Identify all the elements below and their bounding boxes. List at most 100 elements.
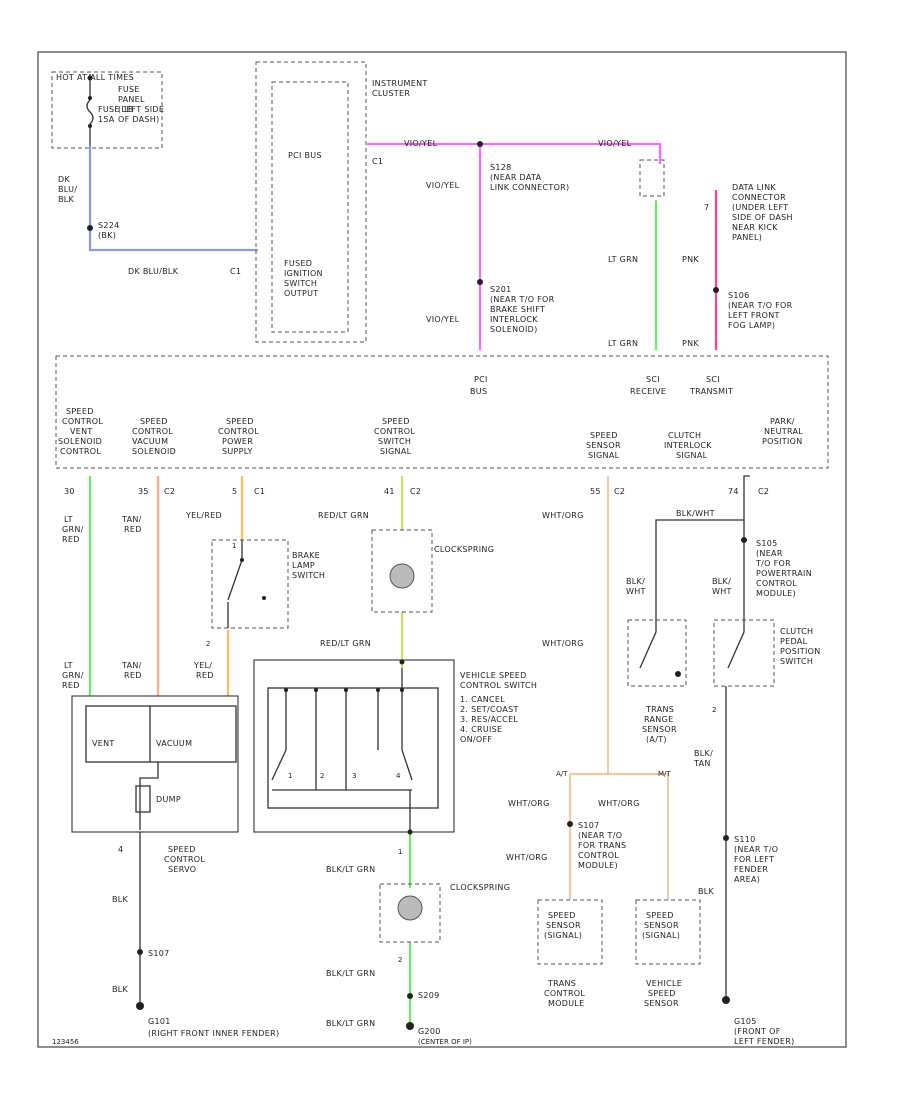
lt-grn-bottom-label: LT GRN bbox=[608, 339, 638, 348]
svg-text:CONTROL: CONTROL bbox=[60, 447, 101, 456]
yel-red-label-1: YEL/ bbox=[193, 661, 212, 670]
cluster-title-2: CLUSTER bbox=[372, 89, 410, 98]
wht-org-s107-label: WHT/ORG bbox=[506, 853, 548, 862]
range-name-3: SENSOR bbox=[642, 725, 677, 734]
svg-text:CONTROL: CONTROL bbox=[62, 417, 103, 426]
svg-text:C2: C2 bbox=[410, 487, 421, 496]
svg-text:POSITION: POSITION bbox=[762, 437, 803, 446]
svg-text:41: 41 bbox=[384, 487, 395, 496]
vsc-num-1: 1 bbox=[288, 772, 292, 780]
vsc-title-1: VEHICLE SPEED bbox=[460, 671, 527, 680]
splice-s106-dot bbox=[713, 287, 719, 293]
clutch-pin-2: 2 bbox=[712, 706, 716, 714]
blk-tan-label-2: TAN bbox=[693, 759, 711, 768]
vss-name-3: SENSOR bbox=[644, 999, 679, 1008]
s106-line-1: S106 bbox=[728, 291, 750, 300]
upper-clockspring-label: CLOCKSPRING bbox=[434, 545, 494, 554]
vio-yel-top-label: VIO/YEL bbox=[404, 139, 438, 148]
dk-blu-blk-bottom-label: DK BLU/BLK bbox=[128, 267, 179, 276]
dlc-title-6: PANEL) bbox=[732, 233, 762, 242]
cluster-title-1: INSTRUMENT bbox=[372, 79, 428, 88]
left-wire-color-1: DK bbox=[58, 175, 70, 184]
splice-s209-label: S209 bbox=[418, 991, 440, 1000]
range-name-1: TRANS bbox=[645, 705, 674, 714]
svg-text:PARK/: PARK/ bbox=[770, 417, 795, 426]
servo-ground-wire-label-2: BLK bbox=[112, 985, 129, 994]
dlc-title-1: DATA LINK bbox=[732, 183, 776, 192]
clockspring-pin-2: 2 bbox=[398, 956, 402, 964]
vsc-title-2: CONTROL SWITCH bbox=[460, 681, 537, 690]
vsc-num-2: 2 bbox=[320, 772, 324, 780]
s110-line-1: S110 bbox=[734, 835, 756, 844]
lower-clockspring-label: CLOCKSPRING bbox=[450, 883, 510, 892]
s105-line-6: MODULE) bbox=[756, 589, 796, 598]
brake-pin-2: 2 bbox=[206, 640, 210, 648]
svg-text:VACUUM: VACUUM bbox=[132, 437, 168, 446]
range-name-2: RANGE bbox=[644, 715, 673, 724]
splice-s105-dot bbox=[741, 537, 747, 543]
s105-line-2: (NEAR bbox=[756, 549, 783, 558]
upper-clockspring-icon bbox=[389, 563, 415, 589]
pnk-top-label: PNK bbox=[682, 255, 699, 264]
ground-g101-icon bbox=[136, 1002, 144, 1010]
brake-lamp-switch-outline bbox=[211, 539, 289, 629]
lt-grn-top-label: LT GRN bbox=[608, 255, 638, 264]
pcm-input-park-neutral: PARK/ NEUTRAL POSITION 74 C2 bbox=[728, 417, 803, 496]
tcm-sensor-1: SPEED bbox=[548, 911, 576, 920]
svg-text:55: 55 bbox=[590, 487, 601, 496]
pcm-outline bbox=[55, 355, 829, 469]
trans-pin-at: A/T bbox=[556, 770, 568, 778]
blk-wht-left-2: WHT bbox=[626, 587, 646, 596]
svg-text:CLUTCH: CLUTCH bbox=[668, 431, 701, 440]
svg-text:SOLENOID: SOLENOID bbox=[58, 437, 102, 446]
tcm-name-2: CONTROL bbox=[544, 989, 585, 998]
blk-wht-left-1: BLK/ bbox=[626, 577, 645, 586]
svg-text:SPEED: SPEED bbox=[590, 431, 618, 440]
brake-name-3: SWITCH bbox=[292, 571, 325, 580]
s106-line-2: (NEAR T/O FOR bbox=[728, 301, 793, 310]
svg-text:SUPPLY: SUPPLY bbox=[222, 447, 253, 456]
lt-grn-label-2: GRN/ bbox=[62, 525, 84, 534]
fuse-amps: 15A bbox=[98, 115, 115, 124]
s110-line-4: FENDER bbox=[734, 865, 768, 874]
fuse-icon bbox=[86, 74, 94, 146]
svg-text:C2: C2 bbox=[758, 487, 769, 496]
vsc-item-1: 1. CANCEL bbox=[460, 695, 505, 704]
ground-g200-label: G200 bbox=[418, 1027, 441, 1036]
servo-dump-wire bbox=[139, 762, 159, 830]
fuse-panel-outline bbox=[51, 71, 163, 149]
s105-line-3: T/O FOR bbox=[755, 559, 791, 568]
s105-line-4: POWERTRAIN bbox=[756, 569, 812, 578]
s107-line-3: FOR TRANS bbox=[578, 841, 626, 850]
svg-text:SIGNAL: SIGNAL bbox=[676, 451, 708, 460]
vio-yel-left-label: VIO/YEL bbox=[426, 181, 460, 190]
blk-tan-label-1: BLK/ bbox=[694, 749, 713, 758]
cluster-fused-2: IGNITION bbox=[284, 269, 323, 278]
pcm-input-vacuum: SPEED CONTROL VACUUM SOLENOID 35 C2 bbox=[132, 417, 176, 496]
splice-s107-servo-dot bbox=[137, 949, 143, 955]
tan-red-label-b2: RED bbox=[124, 671, 142, 680]
clutch-name-2: PEDAL bbox=[780, 637, 808, 646]
cluster-connector-c1: C1 bbox=[230, 267, 241, 276]
s128-line-2: (NEAR DATA bbox=[490, 173, 542, 182]
blk-wht-wire bbox=[655, 475, 750, 620]
splice-s107-servo-label: S107 bbox=[148, 949, 170, 958]
lt-grn-label-b1: LT bbox=[64, 661, 73, 670]
ground-g105-label: G105 bbox=[734, 1017, 757, 1026]
ground-g105-icon bbox=[722, 996, 730, 1004]
svg-text:SPEED: SPEED bbox=[140, 417, 168, 426]
blk-wht-label: BLK/WHT bbox=[676, 509, 715, 518]
svg-text:SIGNAL: SIGNAL bbox=[588, 451, 620, 460]
fuse-panel-label-1: FUSE bbox=[118, 85, 140, 94]
diagram-code: 123456 bbox=[52, 1038, 79, 1046]
svg-text:5: 5 bbox=[232, 487, 237, 496]
trans-range-switch-icon bbox=[639, 620, 681, 677]
fuse-panel-label-2: PANEL bbox=[118, 95, 145, 104]
blk-lt-grn-label-2: BLK/LT GRN bbox=[326, 969, 375, 978]
s201-line-3: BRAKE SHIFT bbox=[490, 305, 545, 314]
s107-line-2: (NEAR T/O bbox=[578, 831, 622, 840]
svg-text:74: 74 bbox=[728, 487, 739, 496]
pcm-sci-transmit: SCI bbox=[706, 375, 720, 384]
tcm-sensor-3: (SIGNAL) bbox=[544, 931, 582, 940]
servo-ground-wire-label: BLK bbox=[112, 895, 129, 904]
